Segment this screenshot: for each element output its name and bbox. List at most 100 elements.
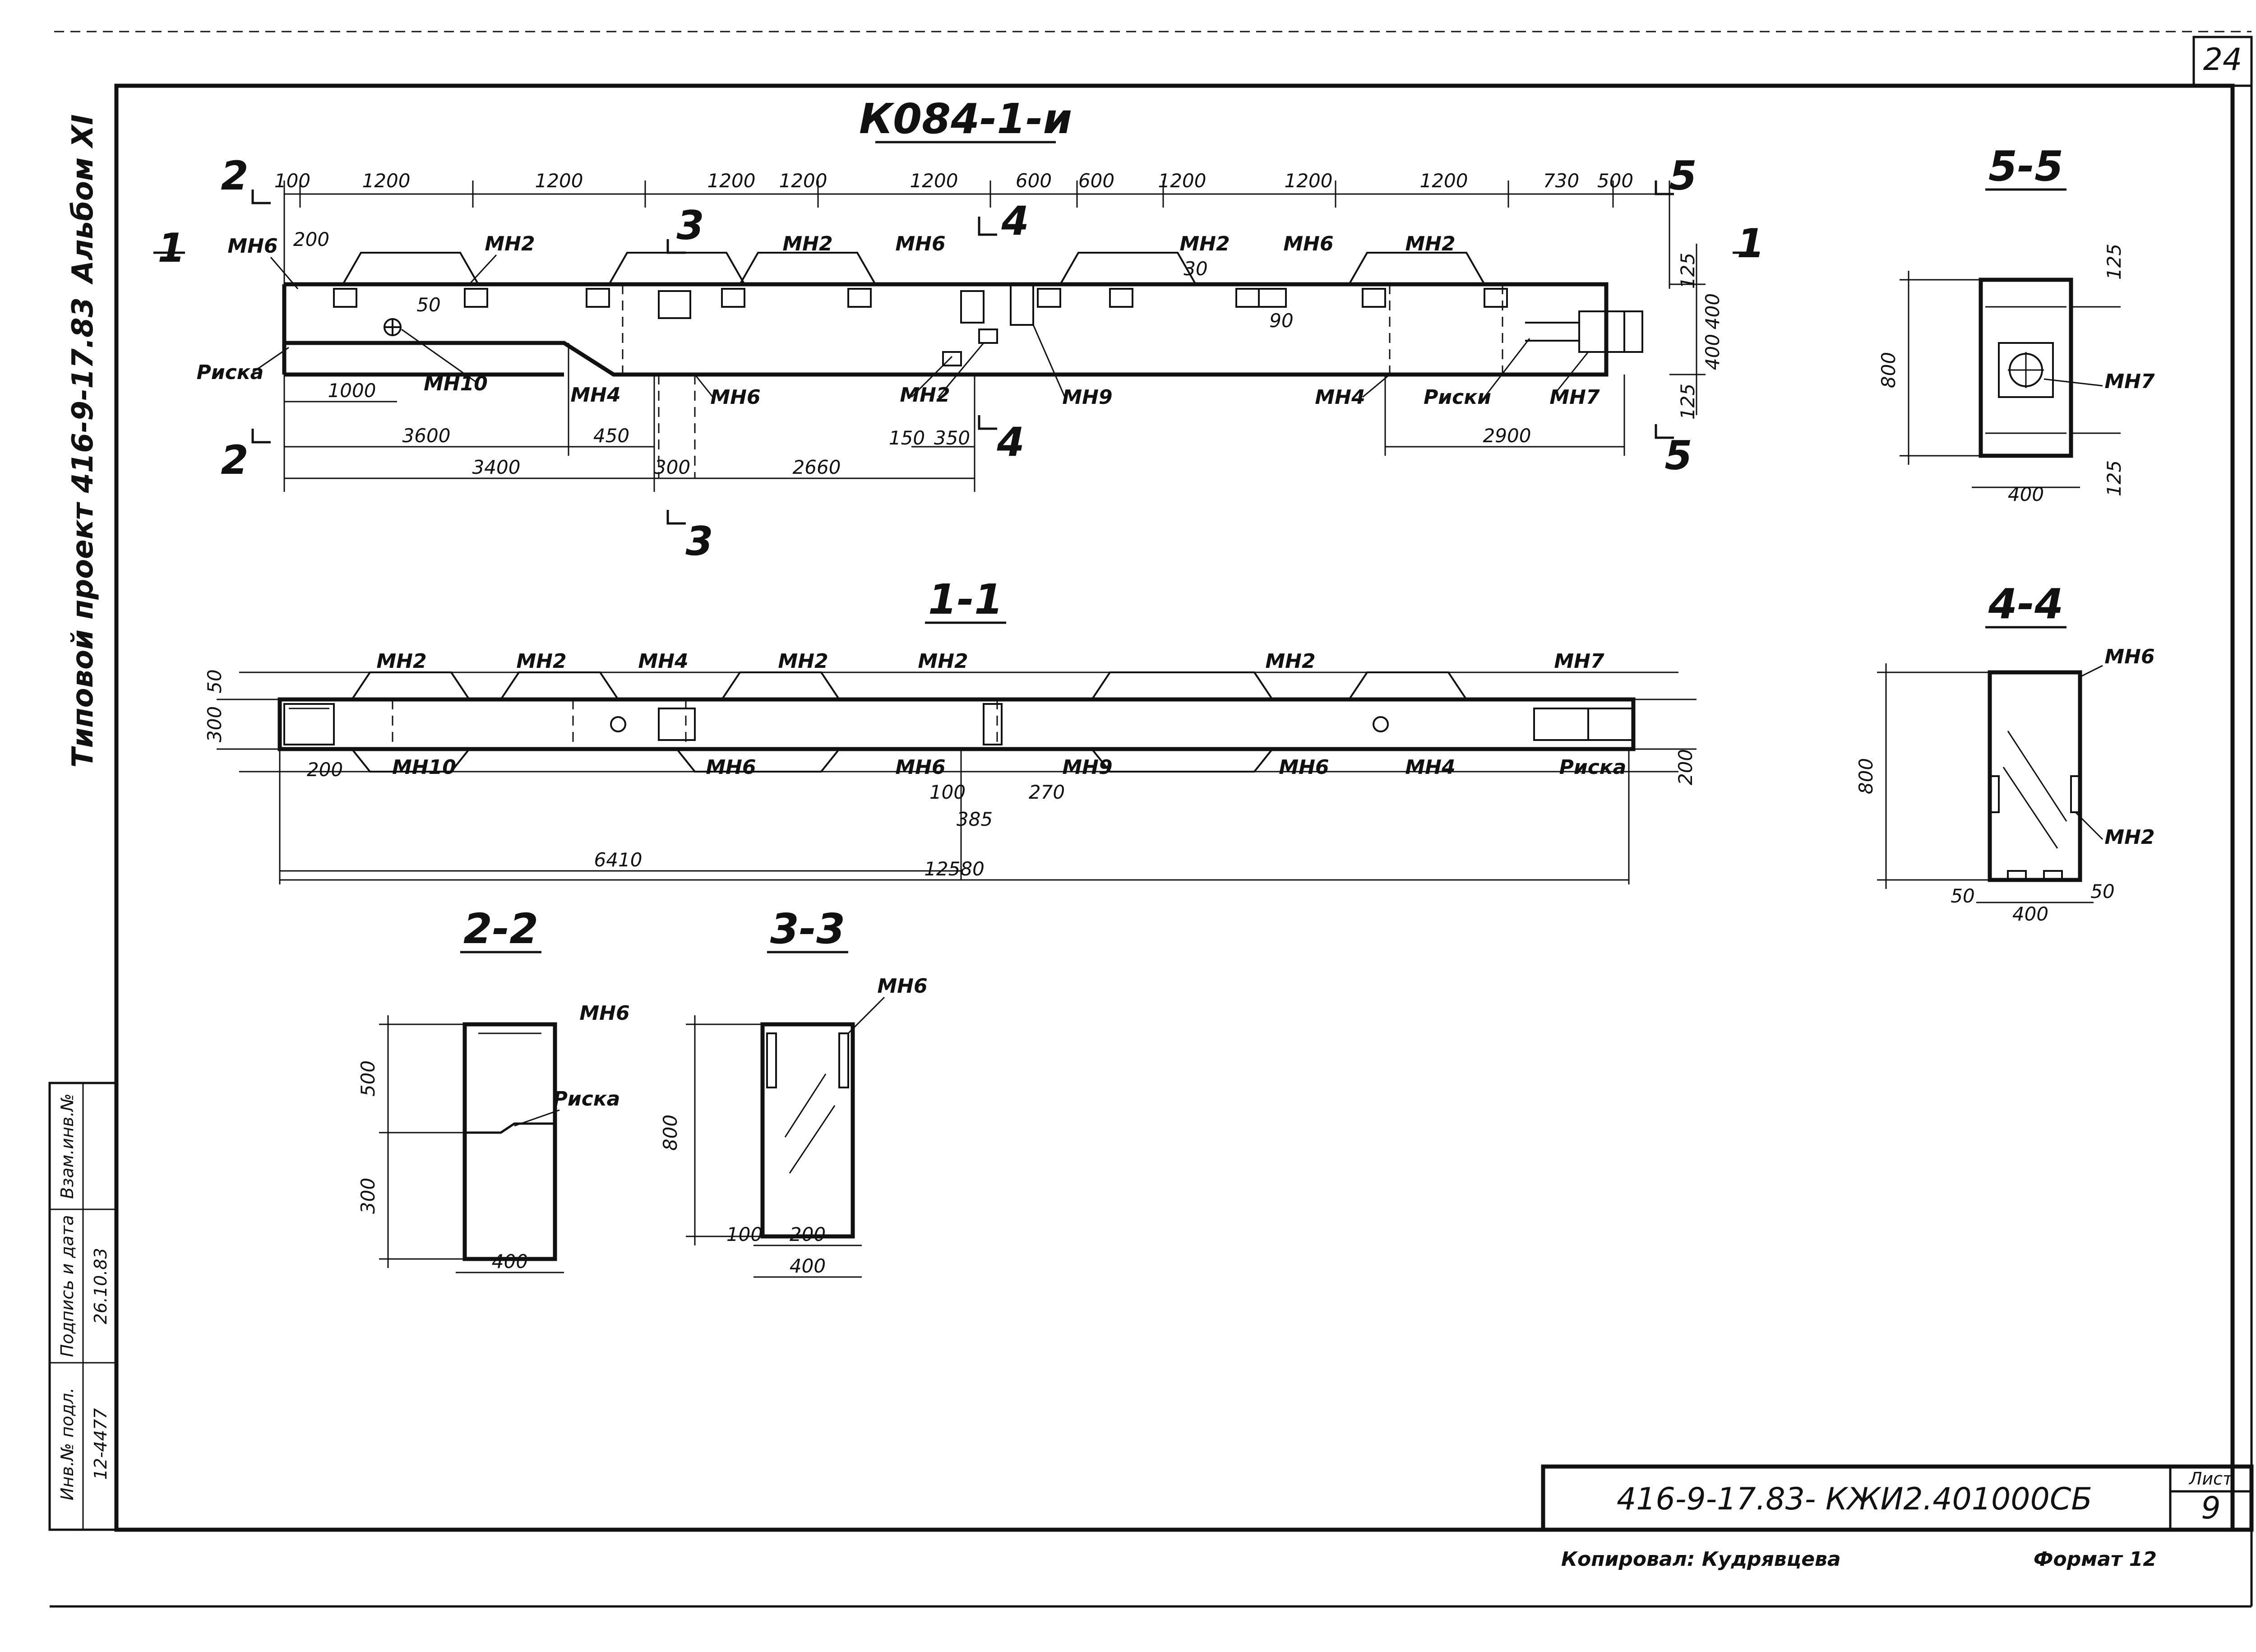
- elev-dim: 6410: [594, 849, 643, 871]
- elev-dim: 100: [929, 781, 966, 803]
- section-mark-4-top: 4: [1001, 198, 1029, 244]
- section-title-3-3: 3-3: [770, 905, 845, 953]
- title-block: [1541, 1464, 2254, 1532]
- label-mn6: МН6: [1283, 232, 1333, 255]
- plan-dim: 50: [416, 294, 440, 316]
- label-mn6: МН6: [895, 232, 945, 255]
- stamp-inv-value: 12-4477: [91, 1408, 111, 1480]
- label-mn2: МН2: [2104, 826, 2154, 849]
- label-mn2: МН2: [918, 650, 968, 673]
- plan-dim: 2900: [1483, 425, 1531, 447]
- label-riska: Риска: [197, 361, 264, 384]
- sec22-dim: 400: [492, 1250, 528, 1273]
- sec44-dim: 400: [2012, 903, 2048, 925]
- label-mn2: МН2: [1265, 650, 1315, 673]
- sheet-label: Лист: [2188, 1469, 2233, 1489]
- plan-dim: 1200: [1420, 170, 1468, 192]
- plan-dim: 1200: [910, 170, 958, 192]
- elev-dim: 300: [203, 706, 226, 742]
- plan-dim: 3600: [402, 425, 451, 447]
- plan-dim: 400: [1701, 334, 1724, 370]
- section-4-4: [1877, 663, 2094, 903]
- section-title-5-5: 5-5: [1988, 142, 2063, 190]
- sec44-dim: 50: [1951, 885, 1974, 907]
- section-title-1-1: 1-1: [928, 575, 1003, 624]
- drawing-frame: [50, 31, 2253, 1608]
- plan-dim: 500: [1597, 170, 1633, 192]
- sec55-dim: 125: [2103, 460, 2125, 496]
- section-title-2-2: 2-2: [463, 905, 538, 953]
- label-mn4: МН4: [1405, 756, 1455, 779]
- plan-dim: 730: [1543, 170, 1579, 192]
- sheet-index: 9: [2201, 1490, 2220, 1526]
- label-mn9: МН9: [1062, 386, 1112, 409]
- plan-dim: 2660: [793, 456, 841, 478]
- elev-dim: 270: [1029, 781, 1065, 803]
- section-2-2: [379, 1015, 564, 1273]
- label-mn7: МН7: [2104, 370, 2155, 393]
- plan-dim: 1000: [328, 379, 376, 402]
- plan-dim: 600: [1078, 170, 1114, 192]
- plan-dim: 1200: [779, 170, 828, 192]
- label-mn9: МН9: [1062, 756, 1112, 779]
- stamp-inv-podl: Инв.№ подл.: [57, 1388, 77, 1500]
- label-mn4: МН4: [570, 384, 620, 407]
- plan-dim: 350: [934, 427, 970, 449]
- elev-dim: 12580: [924, 858, 985, 880]
- elevation-1-1: [217, 671, 1697, 884]
- sheet-number-box: [2192, 36, 2253, 87]
- plan-leaders: [252, 254, 1589, 398]
- plan-dim: 450: [593, 425, 629, 447]
- plan-dim: 3400: [472, 456, 521, 478]
- sec55-dim: 400: [2008, 483, 2044, 505]
- plan-part-labels: МН6 МН2 МН2 МН6 МН2 МН6 МН2 Риска МН10 М…: [197, 232, 1600, 409]
- project-label: Типовой проект 416-9-17.83: [66, 297, 100, 768]
- plan-other-dims: 1000 3600 450 3400 300 2660 2900 150 350…: [293, 228, 1724, 478]
- section-mark-1-right: 1: [1737, 220, 1764, 267]
- section-mark-4-bottom: 4: [996, 419, 1024, 465]
- sec33-dim: 200: [790, 1223, 826, 1245]
- section-mark-2-bottom: 2: [221, 437, 248, 483]
- plan-dim: 400: [1701, 293, 1724, 329]
- copied-by: Копировал: Кудрявцева: [1561, 1548, 1841, 1571]
- elevation-labels: МН2 МН2 МН4 МН2 МН2 МН2 МН7 МН10 МН6 МН6…: [376, 650, 1626, 779]
- sec44-dim: 800: [1855, 758, 1877, 794]
- label-mn6: МН6: [706, 756, 756, 779]
- section-title-4-4: 4-4: [1988, 580, 2063, 628]
- section-5-5: [1900, 271, 2121, 488]
- stamp-sign-date: Подпись и дата: [57, 1215, 77, 1357]
- label-riska: Риска: [553, 1087, 620, 1111]
- main-title: К084-1-и: [859, 95, 1072, 143]
- sec33-dim: 800: [659, 1115, 681, 1151]
- sec33-dim: 400: [790, 1255, 826, 1277]
- section-mark-5-top: 5: [1669, 153, 1697, 199]
- sec55-dim: 125: [2103, 244, 2125, 280]
- plan-dim: 125: [1677, 384, 1699, 420]
- plan-dim: 1200: [707, 170, 756, 192]
- label-mn6: МН6: [1279, 756, 1329, 779]
- label-mn6: МН6: [2104, 645, 2154, 668]
- plan-dim: 90: [1269, 310, 1293, 332]
- section-mark-1: 1: [157, 225, 185, 271]
- label-mn4: МН4: [638, 650, 688, 673]
- label-mn2: МН2: [516, 650, 566, 673]
- plan-dim: 150: [889, 427, 925, 449]
- sec55-dim: 800: [1877, 352, 1900, 388]
- label-mn6: МН6: [579, 1002, 629, 1025]
- label-mn2: МН2: [778, 650, 828, 673]
- appendix-label: Альбом XI: [66, 114, 100, 285]
- label-mn6: МН6: [877, 975, 927, 998]
- plan-dim: 100: [274, 170, 310, 192]
- label-mn4: МН4: [1315, 386, 1365, 409]
- label-mn2: МН2: [900, 384, 950, 407]
- sec22-dim: 500: [357, 1060, 379, 1097]
- label-riska: Риска: [1559, 756, 1627, 779]
- label-mn6: МН6: [710, 386, 760, 409]
- elev-dim: 385: [957, 808, 993, 830]
- document-code: 416-9-17.83- КЖИ2.401000СБ: [1617, 1481, 2092, 1517]
- plan-dim: 1200: [1158, 170, 1207, 192]
- section-3-3: [686, 1015, 862, 1278]
- format-label: Формат 12: [2034, 1548, 2157, 1571]
- label-mn10: МН10: [392, 756, 456, 779]
